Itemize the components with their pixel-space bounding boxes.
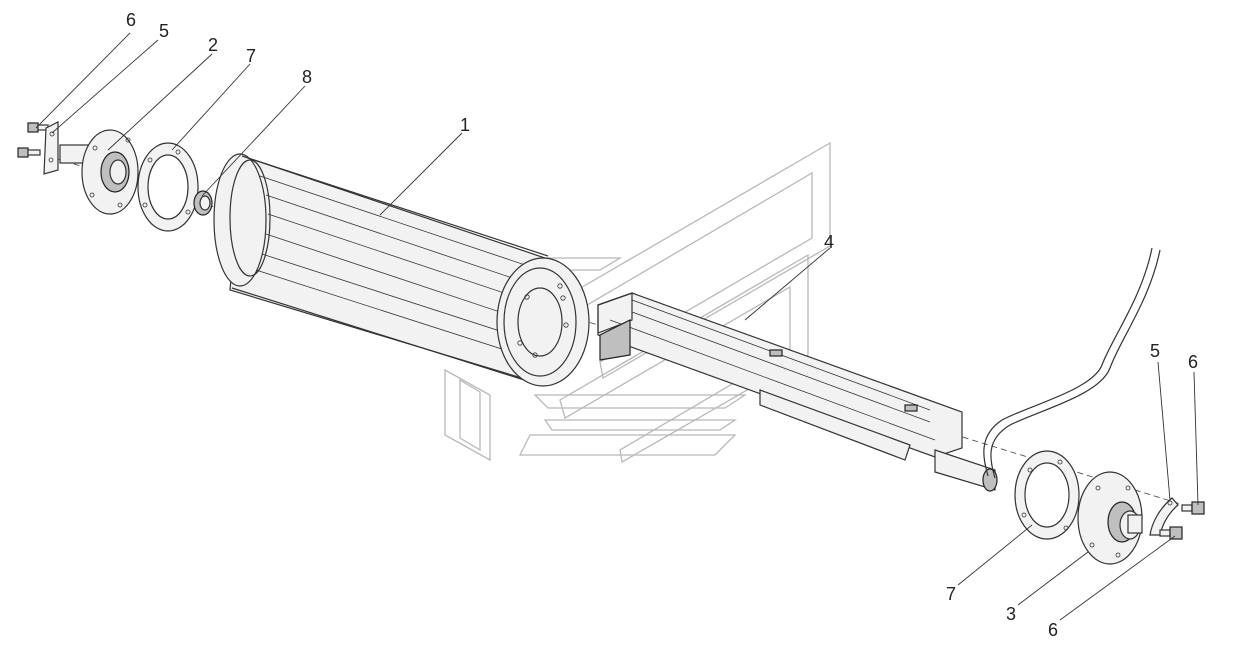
callout-6-top-left: 6 (126, 10, 136, 30)
callout-7-right: 7 (946, 584, 956, 604)
callout-7-left: 7 (246, 46, 256, 66)
hose-line (983, 247, 1161, 479)
part-6-bolts-right (1159, 501, 1205, 540)
part-7-gasket-left (137, 142, 199, 232)
part-1-drum (213, 153, 590, 387)
callout-8: 8 (302, 67, 312, 87)
callout-6-right: 6 (1188, 352, 1198, 372)
callout-3: 3 (1006, 604, 1016, 624)
part-7-gasket-right (1014, 450, 1080, 540)
part-3-flange-housing-right (1077, 471, 1143, 565)
part-2-flange-housing-left (59, 129, 139, 215)
callout-5-top-left: 5 (159, 21, 169, 41)
watermark-logo (444, 141, 831, 464)
callout-2: 2 (208, 35, 218, 55)
leader-lines (35, 32, 1199, 621)
callout-labels: 6 5 2 7 8 1 4 5 6 7 3 6 (126, 10, 1198, 640)
callout-1: 1 (460, 115, 470, 135)
part-8-bearing-left (193, 190, 213, 216)
callout-4: 4 (824, 232, 834, 252)
part-6-bolts-left (17, 122, 49, 158)
callout-5-right: 5 (1150, 341, 1160, 361)
part-5-lock-plate-left (43, 121, 59, 175)
callout-6-bottom: 6 (1048, 620, 1058, 640)
part-4-shaft-frame (597, 292, 998, 492)
